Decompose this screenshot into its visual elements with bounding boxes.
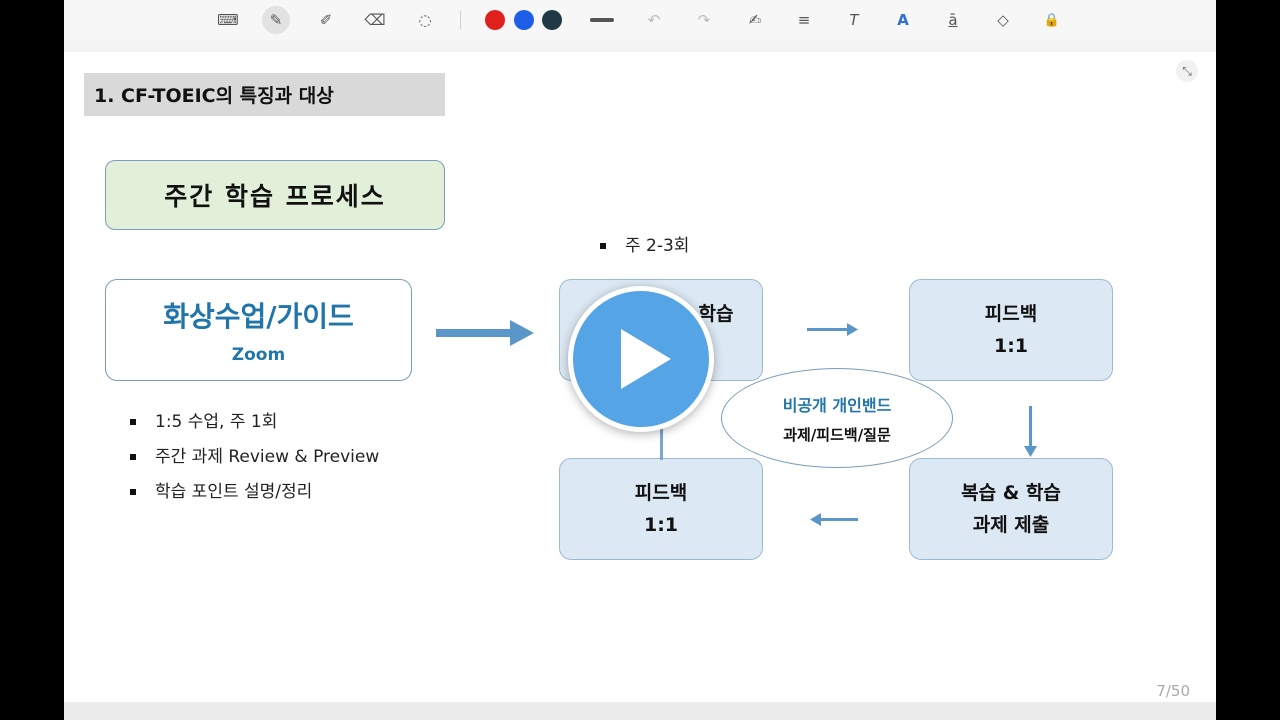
class-bullet-list: 1:5 수업, 주 1회 주간 과제 Review & Preview 학습 포… (128, 410, 379, 515)
weekly-process-box: 주간 학습 프로세스 (105, 160, 445, 230)
redo-icon[interactable]: ↷ (697, 10, 711, 29)
arrow-study-to-feedback-icon (807, 323, 858, 336)
video-play-button[interactable] (568, 286, 714, 432)
feedback-bottom-box: 피드백 1:1 (559, 458, 763, 560)
list-item: 주간 과제 Review & Preview (128, 445, 379, 480)
arrow-video-to-study-icon (436, 320, 534, 346)
page-indicator: 7/50 (1156, 682, 1190, 700)
bottom-strip (64, 702, 1216, 720)
pen-icon[interactable]: ✎ (262, 6, 290, 34)
list-item: 학습 포인트 설명/정리 (128, 480, 379, 515)
insert-text-icon[interactable]: ā (948, 10, 958, 29)
pen-settings-icon[interactable]: ✍ (748, 10, 762, 29)
submit-label: 과제 제출 (972, 514, 1050, 536)
slide-canvas[interactable]: ⤡ 1. CF-TOEIC의 특징과 대상 주간 학습 프로세스 화상수업/가이… (64, 52, 1216, 702)
private-band-subtitle: 과제/피드백/질문 (783, 425, 891, 444)
feedback-top-label: 피드백 (984, 303, 1038, 325)
lock-icon[interactable]: 🔒 (1043, 12, 1061, 28)
whiteboard-app: ⌨ ✎ ✐ ⌫ ◌ ↶ ↷ ✍ ≡ T A ā ◇ 🔒 ⤡ 1. CF-TOEI… (64, 0, 1216, 720)
color-red-swatch[interactable] (485, 10, 505, 30)
keyboard-icon[interactable]: ⌨ (217, 10, 239, 29)
undo-icon[interactable]: ↶ (647, 10, 661, 29)
frequency-bullet: 주 2-3회 (598, 234, 689, 258)
feedback-top-ratio: 1:1 (993, 335, 1029, 357)
video-class-box: 화상수업/가이드 Zoom (105, 279, 412, 381)
feedback-top-box: 피드백 1:1 (909, 279, 1113, 381)
arrow-feedback-to-review-icon (1024, 406, 1037, 457)
text-tool-icon[interactable]: T (849, 10, 859, 29)
color-dark-swatch[interactable] (542, 10, 562, 30)
shapes-icon[interactable]: ◇ (997, 10, 1009, 29)
feedback-bottom-ratio: 1:1 (643, 514, 679, 536)
align-icon[interactable]: ≡ (797, 10, 811, 29)
video-class-title: 화상수업/가이드 (163, 300, 354, 333)
video-class-subtitle: Zoom (231, 345, 286, 365)
private-band-title: 비공개 개인밴드 (782, 395, 892, 415)
toolbar-divider (460, 11, 461, 29)
arrow-review-to-feedback-icon (810, 513, 858, 526)
private-band-ellipse: 비공개 개인밴드 과제/피드백/질문 (721, 368, 953, 468)
stroke-width-button[interactable] (590, 18, 614, 22)
study-box-label: 학습 (698, 303, 734, 325)
review-submit-box: 복습 & 학습 과제 제출 (909, 458, 1113, 560)
toolbar: ⌨ ✎ ✐ ⌫ ◌ ↶ ↷ ✍ ≡ T A ā ◇ 🔒 (64, 0, 1216, 40)
collapse-icon[interactable]: ⤡ (1176, 60, 1198, 82)
cycle-connector-line (660, 428, 663, 460)
section-title: 1. CF-TOEIC의 특징과 대상 (84, 73, 445, 116)
highlighter-icon[interactable]: ✐ (319, 10, 333, 29)
lasso-icon[interactable]: ◌ (418, 10, 432, 29)
ink-to-text-icon[interactable]: A (897, 10, 909, 29)
eraser-icon[interactable]: ⌫ (364, 10, 386, 29)
review-label: 복습 & 학습 (961, 482, 1061, 504)
play-icon (621, 329, 671, 389)
feedback-bottom-label: 피드백 (634, 482, 688, 504)
list-item: 1:5 수업, 주 1회 (128, 410, 379, 445)
color-blue-swatch[interactable] (514, 10, 534, 30)
